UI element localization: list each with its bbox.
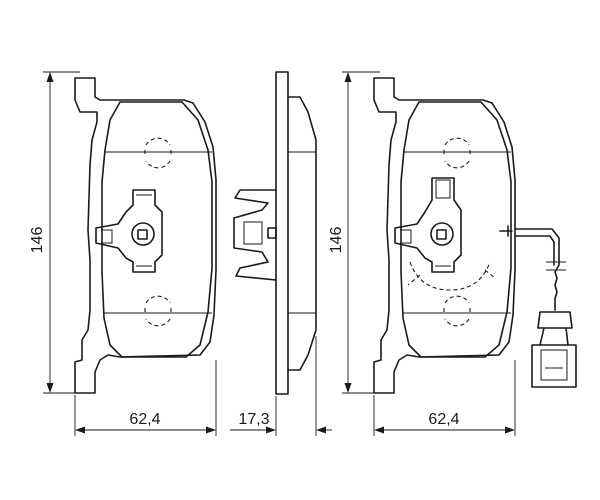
right-friction-lining bbox=[400, 101, 512, 358]
thickness-dimension: 17,3 bbox=[230, 336, 332, 436]
left-width-label: 62,4 bbox=[129, 411, 160, 428]
left-pad-view bbox=[74, 77, 217, 394]
right-height-dimension: 146 bbox=[328, 71, 380, 394]
side-view bbox=[233, 71, 317, 395]
left-top-hole bbox=[144, 137, 172, 169]
right-width-label: 62,4 bbox=[428, 411, 459, 428]
right-height-label: 146 bbox=[328, 227, 345, 254]
left-width-dimension: 62,4 bbox=[74, 360, 217, 436]
right-width-dimension: 62,4 bbox=[373, 360, 516, 436]
side-spring-clip bbox=[233, 189, 277, 281]
side-backing-plate bbox=[275, 71, 289, 395]
right-pad-view bbox=[373, 77, 577, 394]
left-friction-lining bbox=[101, 101, 213, 358]
left-height-label: 146 bbox=[29, 227, 46, 254]
left-height-dimension: 146 bbox=[29, 71, 80, 394]
thickness-label: 17,3 bbox=[238, 411, 269, 428]
side-friction bbox=[287, 96, 317, 371]
left-backing-plate bbox=[74, 77, 217, 394]
right-backing-plate bbox=[373, 77, 516, 394]
sensor-connector bbox=[531, 344, 577, 388]
right-sensor-arc bbox=[407, 261, 496, 291]
right-bottom-hole bbox=[443, 295, 471, 327]
left-bottom-hole bbox=[144, 295, 172, 327]
right-center-clip bbox=[394, 177, 462, 273]
wear-sensor bbox=[499, 225, 577, 388]
right-top-hole bbox=[443, 137, 471, 169]
left-center-clip bbox=[95, 189, 163, 273]
